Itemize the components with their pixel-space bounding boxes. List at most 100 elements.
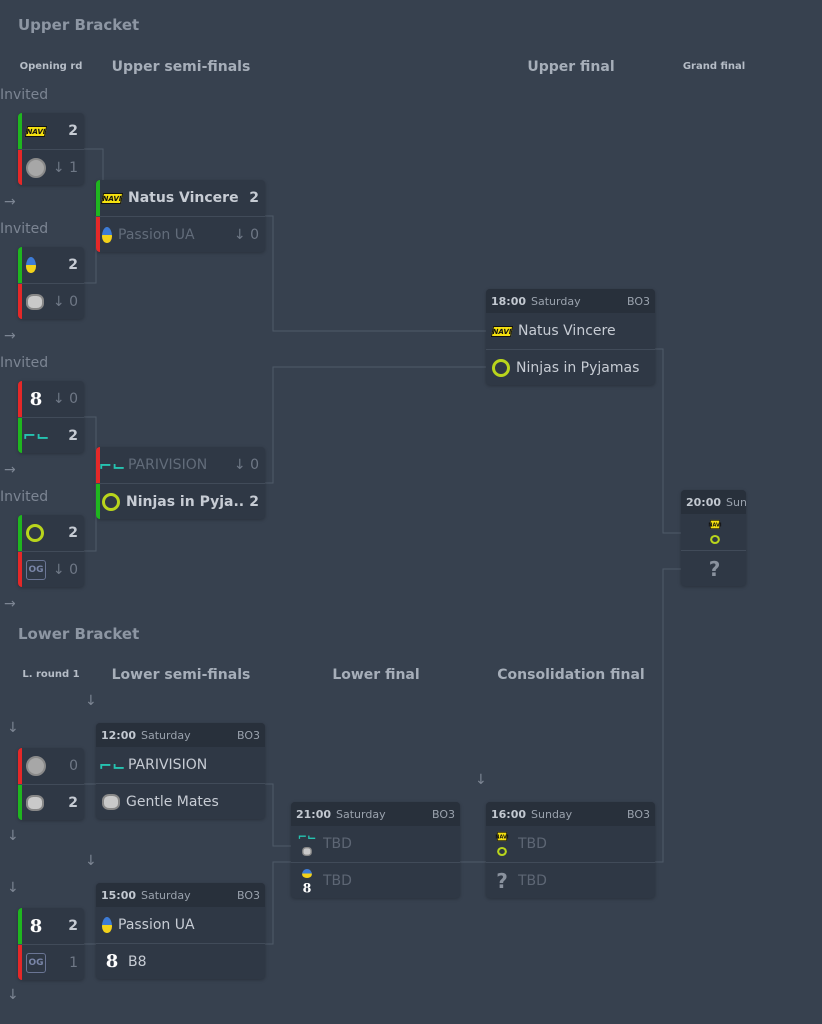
team-row[interactable]: ?TBD	[486, 862, 655, 898]
possible-teams-logos: NAVI	[705, 517, 725, 547]
og-logo-icon: OG	[26, 952, 46, 973]
arrow-right-icon: →	[4, 194, 16, 210]
question-mark-icon: ?	[708, 556, 721, 581]
team-score: 2	[68, 257, 78, 273]
match-format: BO3	[236, 888, 260, 902]
arrow-right-icon: →	[4, 328, 16, 344]
passion-ua-logo-icon	[102, 226, 112, 243]
b8-logo-icon: 8	[29, 388, 43, 410]
arrow-right-icon: →	[4, 596, 16, 612]
nip-logo-icon	[488, 354, 514, 381]
team-row[interactable]: Gentle Mates	[96, 783, 265, 819]
team-name: PARIVISION	[128, 457, 208, 473]
round-lower-final: Lower final	[332, 667, 420, 683]
match-header: 20:00 Sun	[681, 490, 746, 514]
match-time: 20:00	[686, 495, 722, 509]
team-row[interactable]: ↓ 1	[18, 149, 84, 185]
gentle-mates-logo-icon	[26, 293, 44, 310]
team-score: ↓ 0	[52, 561, 78, 578]
match-day: Saturday	[141, 888, 191, 902]
team-name: Natus Vincere	[128, 190, 239, 206]
team-row[interactable]: ⌐⌙PARIVISION	[96, 747, 265, 783]
parivision-logo-icon: ⌐⌙	[98, 455, 126, 475]
unknown-team-logo-icon	[26, 756, 46, 776]
nip-logo-icon	[98, 488, 124, 515]
team-row[interactable]: 2	[18, 784, 84, 820]
arrow-down-icon: ↓	[7, 828, 19, 844]
team-row[interactable]: Passion UA↓ 0	[96, 216, 265, 252]
og-logo-icon: OG	[26, 559, 46, 580]
team-row[interactable]: 2	[18, 247, 84, 283]
team-row[interactable]: NAVI	[681, 514, 746, 550]
team-score: ↓ 0	[52, 293, 78, 310]
team-row[interactable]: ⌐⌙ 2	[18, 417, 84, 453]
team-name: TBD	[323, 872, 352, 889]
team-row[interactable]: Ninjas in Pyja...2	[96, 483, 265, 519]
team-row[interactable]: ⌐⌙ TBD	[291, 826, 460, 862]
match-card-or2[interactable]: 2 ↓ 0	[18, 247, 84, 319]
team-row[interactable]: 8↓ 0	[18, 381, 84, 417]
parivision-logo-icon: ⌐⌙	[297, 829, 317, 844]
team-row[interactable]: ↓ 0	[18, 283, 84, 319]
passion-ua-logo-icon	[102, 917, 112, 933]
team-name: B8	[128, 953, 147, 970]
team-row[interactable]: 2	[18, 515, 84, 551]
team-name: Natus Vincere	[518, 323, 616, 339]
team-score: 2	[68, 427, 78, 444]
round-consolidation-final: Consolidation final	[497, 667, 645, 683]
team-row[interactable]: Ninjas in Pyjamas	[486, 349, 655, 385]
team-row[interactable]: Passion UA	[96, 907, 265, 943]
team-name: TBD	[323, 836, 352, 852]
team-row[interactable]: ?	[681, 550, 746, 586]
invited-label: Invited	[0, 87, 49, 103]
match-card-or3[interactable]: 8↓ 0 ⌐⌙ 2	[18, 381, 84, 453]
match-time: 12:00	[101, 728, 137, 742]
round-upper-semis: Upper semi-finals	[111, 59, 251, 75]
team-name: Ninjas in Pyja...	[126, 493, 246, 510]
match-day: Sunday	[531, 807, 573, 821]
possible-teams-logos: ⌐⌙	[297, 829, 317, 859]
navi-logo-icon: NAVI	[100, 192, 124, 204]
round-lower-semis: Lower semi-finals	[111, 667, 251, 683]
team-name: Gentle Mates	[126, 793, 219, 810]
team-score: ↓ 1	[52, 159, 78, 176]
match-time: 15:00	[101, 888, 137, 902]
match-day: Saturday	[141, 728, 191, 742]
match-format: BO3	[431, 807, 455, 821]
team-row[interactable]: OG ↓ 0	[18, 551, 84, 587]
team-name: PARIVISION	[128, 757, 208, 773]
team-name: TBD	[518, 836, 547, 852]
team-row[interactable]: OG 1	[18, 944, 84, 980]
round-upper-final: Upper final	[527, 59, 615, 75]
match-day: Sun	[726, 495, 746, 509]
team-score: 1	[69, 954, 78, 971]
match-header: 15:00 Saturday BO3	[96, 883, 265, 907]
team-row[interactable]: 0	[18, 748, 84, 784]
navi-logo-icon: NAVI	[707, 519, 722, 530]
team-row[interactable]: NAVI Natus Vincere 2	[96, 180, 265, 216]
parivision-logo-icon: ⌐⌙	[22, 426, 50, 445]
invited-label: Invited	[0, 355, 49, 371]
team-row[interactable]: ⌐⌙PARIVISION↓ 0	[96, 447, 265, 483]
team-score: 2	[249, 190, 259, 206]
